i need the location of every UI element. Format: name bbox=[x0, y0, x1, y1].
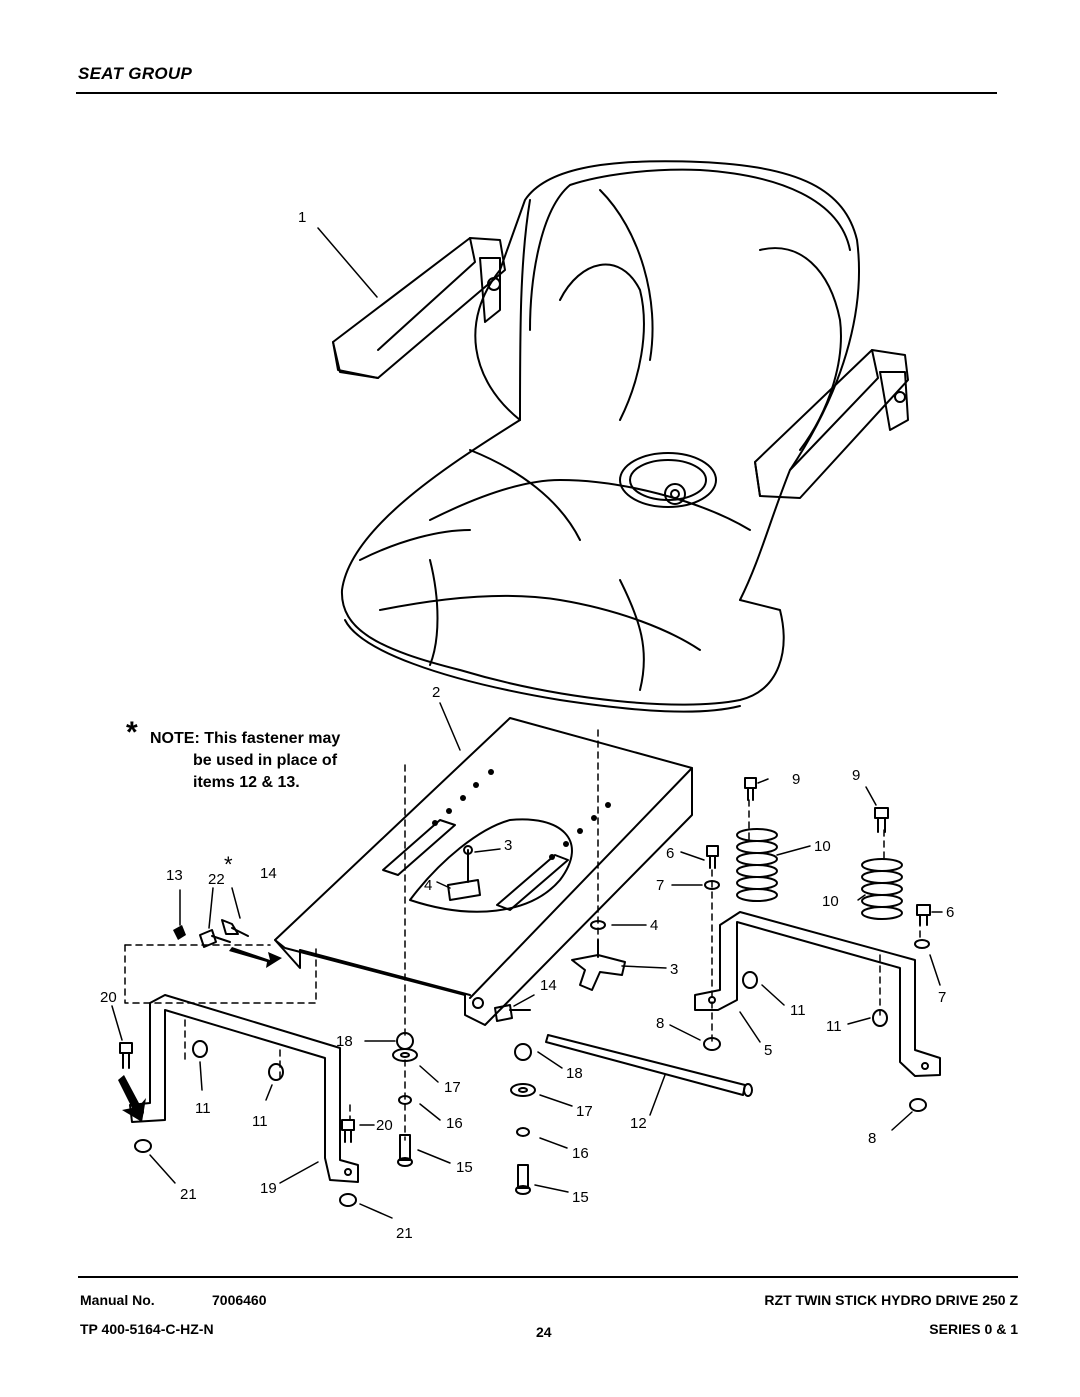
callout-numbers: 1 2 3 4 13 22 * 14 20 18 14 11 11 20 17 … bbox=[100, 209, 954, 1242]
series: SERIES 0 & 1 bbox=[929, 1321, 1018, 1337]
callout-21a: 21 bbox=[180, 1186, 197, 1203]
seat-pan bbox=[274, 717, 693, 1026]
right-armrest bbox=[754, 349, 909, 499]
seat-pan-adjust-holes bbox=[432, 769, 611, 860]
callout-13: 13 bbox=[166, 867, 183, 884]
callout-6b: 6 bbox=[946, 904, 954, 921]
callout-16b: 16 bbox=[572, 1145, 589, 1162]
callout-9b: 9 bbox=[852, 767, 860, 784]
callout-7b: 7 bbox=[938, 989, 946, 1006]
callout-4a: 4 bbox=[424, 877, 432, 894]
callout-5: 5 bbox=[764, 1042, 772, 1059]
callout-19: 19 bbox=[260, 1180, 277, 1197]
manual-number: 7006460 bbox=[212, 1292, 267, 1308]
callout-11b: 11 bbox=[252, 1113, 268, 1130]
right-bracket bbox=[694, 911, 941, 1077]
callout-11a: 11 bbox=[195, 1100, 211, 1117]
page-number: 24 bbox=[536, 1324, 552, 1340]
callout-6a: 6 bbox=[666, 845, 674, 862]
page-title: SEAT GROUP bbox=[78, 64, 193, 83]
callout-16a: 16 bbox=[446, 1115, 463, 1132]
callout-18a: 18 bbox=[336, 1033, 353, 1050]
note-line-3: items 12 & 13. bbox=[193, 774, 300, 791]
callout-3b: 3 bbox=[670, 961, 678, 978]
seat bbox=[340, 160, 860, 713]
callout-8b: 8 bbox=[868, 1130, 876, 1147]
rod bbox=[545, 1034, 753, 1097]
leader-lines bbox=[111, 227, 943, 1219]
spring-right bbox=[861, 858, 903, 920]
callout-20b: 20 bbox=[376, 1117, 393, 1134]
bolts bbox=[119, 777, 931, 1195]
callout-12: 12 bbox=[630, 1115, 647, 1132]
model-name: RZT TWIN STICK HYDRO DRIVE 250 Z bbox=[764, 1292, 1018, 1308]
callout-22-star: * bbox=[224, 852, 233, 877]
callout-21b: 21 bbox=[396, 1225, 413, 1242]
left-armrest bbox=[332, 237, 506, 379]
callout-2: 2 bbox=[432, 684, 440, 701]
assembly-lines bbox=[124, 729, 921, 1141]
callout-17a: 17 bbox=[444, 1079, 461, 1096]
callout-14a: 14 bbox=[260, 865, 277, 882]
note-line-1: NOTE: This fastener may bbox=[150, 730, 340, 747]
pan-knob bbox=[447, 845, 481, 901]
callout-9a: 9 bbox=[792, 771, 800, 788]
callout-11c: 11 bbox=[790, 1002, 806, 1019]
callout-3a: 3 bbox=[504, 837, 512, 854]
callout-20a: 20 bbox=[100, 989, 117, 1006]
callout-18b: 18 bbox=[566, 1065, 583, 1082]
callout-1: 1 bbox=[298, 209, 306, 226]
callout-11d: 11 bbox=[826, 1018, 842, 1035]
title-divider bbox=[76, 92, 997, 94]
callout-17b: 17 bbox=[576, 1103, 593, 1120]
note-line-2: be used in place of bbox=[193, 752, 338, 769]
manual-label: Manual No. bbox=[80, 1292, 155, 1308]
knob bbox=[571, 939, 626, 991]
callout-8a: 8 bbox=[656, 1015, 664, 1032]
callout-15a: 15 bbox=[456, 1159, 473, 1176]
tp-number: TP 400-5164-C-HZ-N bbox=[80, 1321, 214, 1337]
callout-7a: 7 bbox=[656, 877, 664, 894]
callout-22: 22 bbox=[208, 871, 225, 888]
note-asterisk: * bbox=[126, 716, 138, 749]
callout-4b: 4 bbox=[650, 917, 658, 934]
callout-10b: 10 bbox=[822, 893, 839, 910]
footer-divider bbox=[78, 1276, 1018, 1278]
left-bracket bbox=[129, 994, 359, 1183]
arrows bbox=[118, 925, 282, 1122]
callout-14b: 14 bbox=[540, 977, 557, 994]
callout-10a: 10 bbox=[814, 838, 831, 855]
nuts-and-washers bbox=[134, 880, 930, 1207]
spring-left bbox=[736, 828, 778, 902]
callout-15b: 15 bbox=[572, 1189, 589, 1206]
fastener-note: * NOTE: This fastener may be used in pla… bbox=[126, 716, 340, 791]
